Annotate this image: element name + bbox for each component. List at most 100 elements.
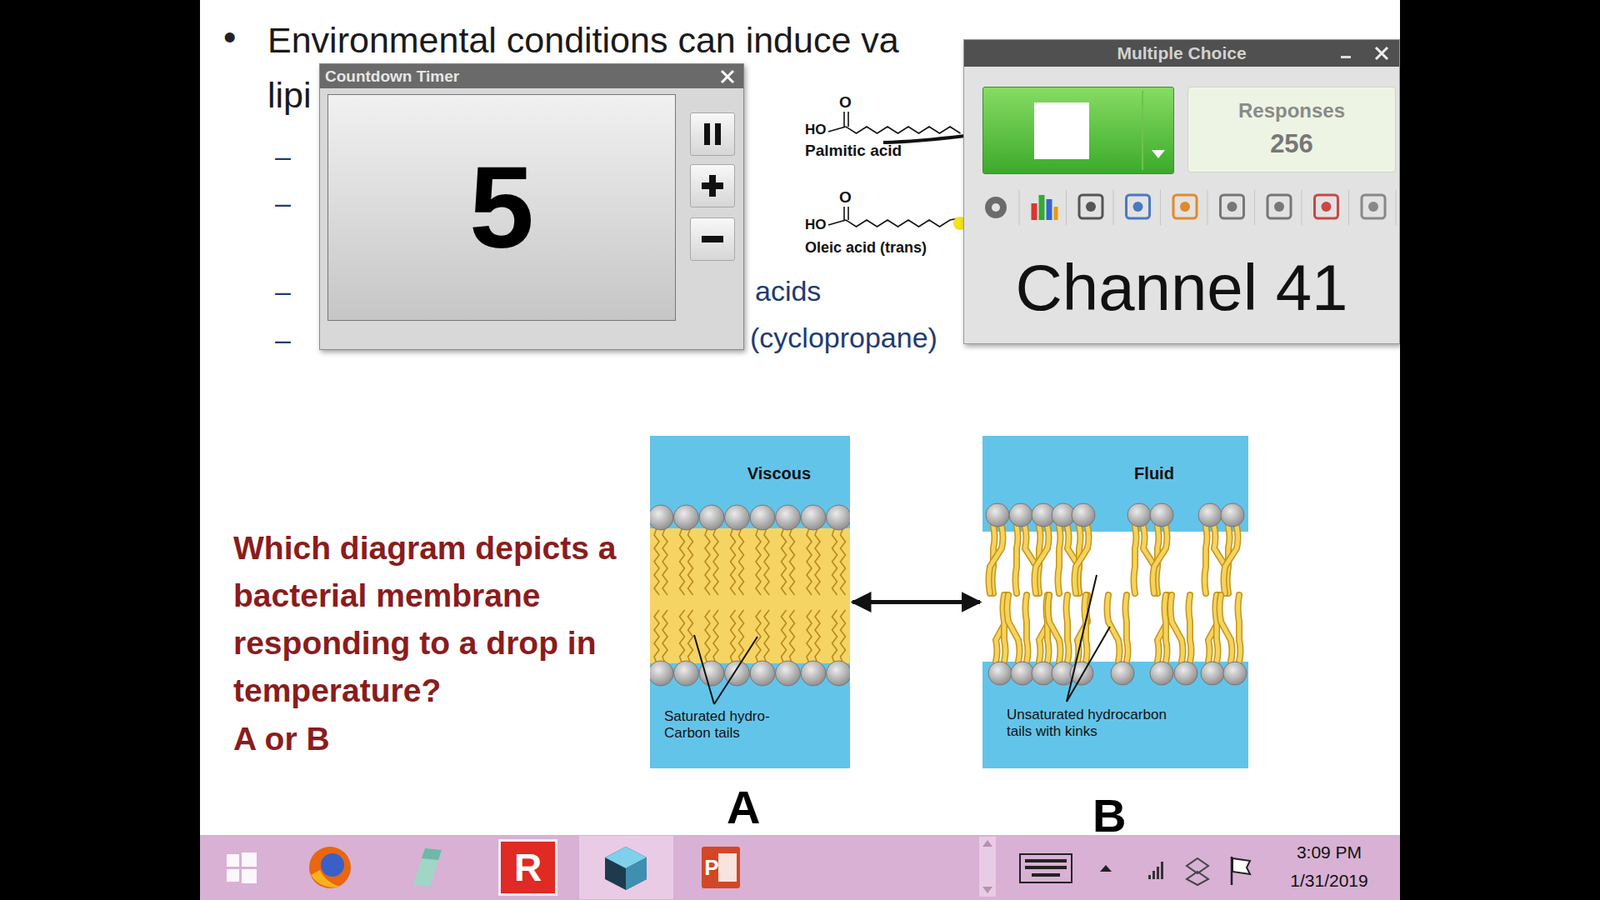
lipid-tail xyxy=(1058,526,1061,594)
gear-glyph xyxy=(985,196,1007,219)
graphic-part xyxy=(1148,875,1151,880)
lipid-tail xyxy=(1058,526,1061,594)
timer-window: Countdown Timer5 xyxy=(319,63,745,350)
lipid-tail xyxy=(840,528,846,595)
lipid-tail xyxy=(989,526,1004,594)
lipid-head xyxy=(1150,661,1174,685)
lipid-tail xyxy=(713,528,719,595)
lipid-head xyxy=(826,660,851,686)
tool-glyph xyxy=(1315,195,1339,219)
pause-bar xyxy=(715,123,721,145)
graphic-part xyxy=(241,869,257,884)
palmitic-structure xyxy=(828,111,965,143)
graphic-part xyxy=(1025,865,1067,870)
channel-text: Channel 41 xyxy=(964,250,1400,325)
graphic-part xyxy=(845,218,959,227)
oleic-structure xyxy=(828,206,959,227)
lipid-tail xyxy=(662,528,668,595)
lipid-tail xyxy=(764,528,770,595)
tail-region xyxy=(650,528,850,664)
response-count: 256 xyxy=(1188,129,1395,160)
lipid-tail xyxy=(815,528,820,595)
lipid-tail xyxy=(739,528,745,595)
lipid-head xyxy=(775,660,801,686)
sub-bullet-text: acids xyxy=(755,275,821,308)
button-icon xyxy=(690,165,735,207)
question-text: A or B xyxy=(233,715,330,763)
lipid-tail xyxy=(705,528,710,595)
lipid-head xyxy=(650,505,674,530)
leader-line xyxy=(1066,626,1110,702)
double-arrow xyxy=(852,600,980,605)
lipid-tail xyxy=(1066,595,1070,662)
water-region xyxy=(650,435,850,769)
lipid-tail xyxy=(680,528,685,595)
graphic-part xyxy=(320,853,345,877)
graphic-part xyxy=(828,220,846,225)
lipid-tail xyxy=(1035,526,1050,594)
graphic-part xyxy=(579,835,674,900)
gear-hole xyxy=(991,203,1000,212)
icon-letter: P xyxy=(701,855,722,881)
lipid-tail xyxy=(1224,526,1239,594)
graphic-part xyxy=(1100,865,1112,872)
countdown-display: 5 xyxy=(327,94,676,321)
graphic-part xyxy=(883,135,965,143)
close-glyph xyxy=(1375,47,1388,60)
callout-label: Saturated hydro- Carbon tails xyxy=(664,708,791,741)
bullet-text: lipi xyxy=(267,75,312,116)
lipid-tail xyxy=(1007,595,1020,662)
bar-glyph xyxy=(1039,195,1045,220)
graphic-part xyxy=(605,846,647,890)
membrane-diagram: ViscousSaturated hydro- Carbon tails xyxy=(650,435,850,769)
lipid-head xyxy=(1110,661,1135,685)
lipid-head xyxy=(988,661,1012,685)
sub-bullet-dash: – xyxy=(275,275,291,308)
window-title: Multiple Choice xyxy=(964,40,1400,67)
graphic-part xyxy=(718,853,737,882)
toolbar-icons xyxy=(972,186,1398,229)
toolbar-divider xyxy=(1065,190,1067,225)
lipid-tail xyxy=(1153,526,1168,594)
tool-glyph xyxy=(1173,195,1197,219)
lipid-tail xyxy=(654,528,660,595)
membrane-a xyxy=(650,435,850,769)
lipid-tail xyxy=(1220,595,1233,662)
lipid-head xyxy=(1010,661,1035,685)
lipid-tail xyxy=(832,610,838,664)
graphic-part xyxy=(701,846,740,889)
graphic-part xyxy=(1025,859,1067,863)
graphic-part xyxy=(847,111,850,127)
tool-glyph xyxy=(1126,195,1150,219)
lipid-tail xyxy=(688,610,694,664)
window-controls xyxy=(1337,45,1396,64)
lipid-tail xyxy=(1134,526,1137,594)
lipid-tail xyxy=(832,528,838,595)
tool-glyph xyxy=(1220,195,1245,219)
timer-button xyxy=(690,164,735,208)
lipid-tail xyxy=(705,610,710,664)
lipid-tail xyxy=(1153,526,1168,594)
graphic-part xyxy=(828,126,846,132)
pause-bar xyxy=(704,123,710,145)
bar-glyph xyxy=(1046,199,1053,220)
lipid-tail xyxy=(1224,526,1239,594)
lipid-tail xyxy=(1125,595,1129,662)
question-text: Which diagram depicts a bacterial membra… xyxy=(233,524,646,715)
minimize-glyph xyxy=(1340,55,1351,59)
tool-glyph xyxy=(1133,201,1144,212)
lipid-head xyxy=(826,505,851,530)
lipid-head xyxy=(1174,661,1198,685)
tool-glyph xyxy=(1079,195,1103,219)
leader-line xyxy=(1066,575,1097,702)
lipid-tail xyxy=(739,610,745,664)
lipid-tail xyxy=(1157,595,1168,662)
graphic-part xyxy=(241,852,257,867)
bar-glyph xyxy=(1031,203,1038,220)
lipid-head xyxy=(985,503,1010,527)
lipid-head xyxy=(650,660,674,686)
close-icon xyxy=(718,68,737,85)
graphic-part xyxy=(309,846,351,889)
tool-glyph xyxy=(1361,195,1385,219)
